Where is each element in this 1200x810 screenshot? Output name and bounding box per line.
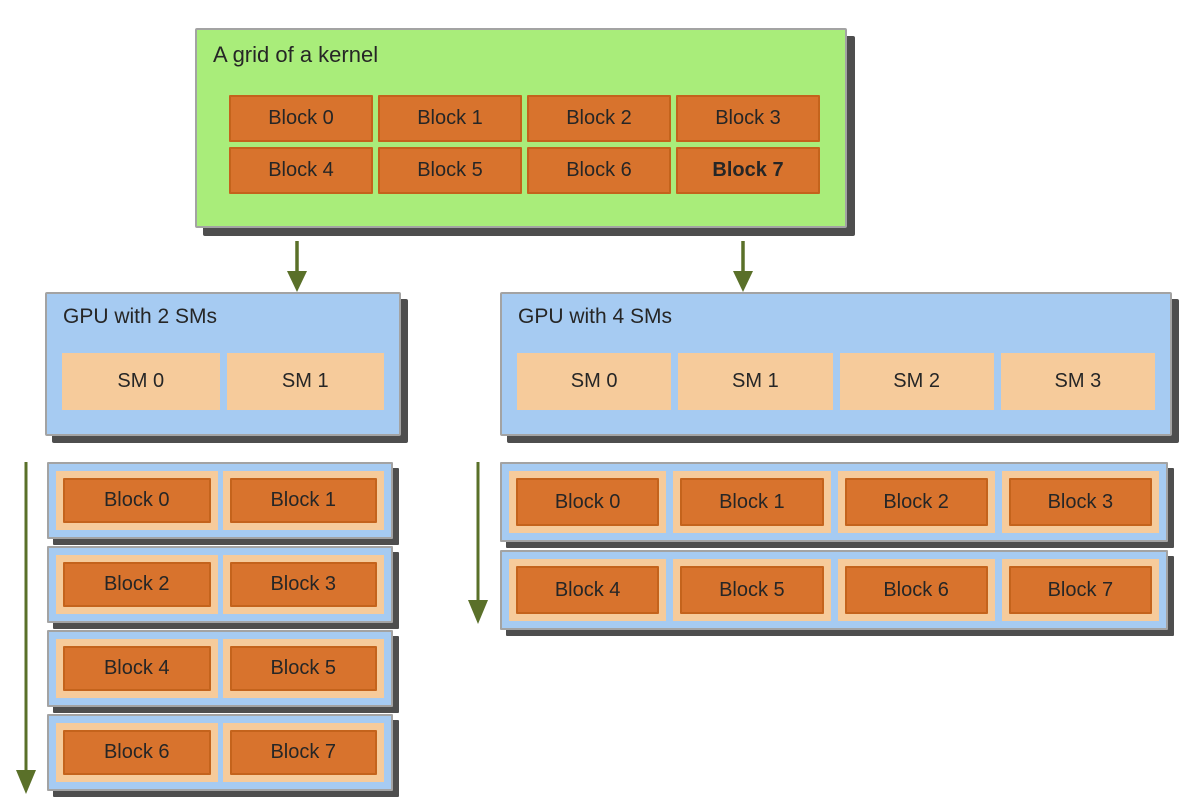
kernel-grid-box: A grid of a kernel Block 0 Block 1 Block… (195, 28, 847, 228)
sm-cell-1: SM 1 (678, 353, 833, 410)
sm-cell-3: SM 3 (1000, 353, 1155, 410)
kernel-block-3: Block 3 (676, 95, 820, 142)
scheduled-block: Block 6 (844, 566, 988, 614)
scheduled-block: Block 0 (63, 478, 211, 523)
scheduled-block: Block 1 (229, 478, 377, 523)
scheduled-block: Block 3 (1008, 478, 1152, 526)
kernel-block-5: Block 5 (378, 147, 522, 194)
schedule-row: Block 6 Block 7 (47, 714, 393, 791)
sm-slot: Block 2 (837, 471, 995, 533)
gpu-2sm-title: GPU with 2 SMs (63, 305, 218, 328)
sm-slot: Block 1 (222, 471, 384, 530)
down-arrow-icon (287, 241, 307, 292)
arrow-head (468, 600, 488, 624)
sm-cell-2: SM 2 (839, 353, 994, 410)
schedule-row: Block 4 Block 5 Block 6 Block 7 (500, 550, 1168, 630)
sm-slot: Block 6 (56, 723, 218, 782)
sm-slot: Block 3 (222, 555, 384, 614)
arrow-head (733, 271, 753, 292)
scheduled-block: Block 5 (680, 566, 824, 614)
kernel-block-4: Block 4 (229, 147, 373, 194)
scheduled-block: Block 2 (844, 478, 988, 526)
scheduled-block: Block 3 (229, 562, 377, 607)
sm-slot: Block 5 (673, 559, 831, 621)
kernel-block-1: Block 1 (378, 95, 522, 142)
kernel-block-6: Block 6 (527, 147, 671, 194)
sm-slot: Block 0 (56, 471, 218, 530)
sm-slot: Block 4 (509, 559, 667, 621)
sm-slot: Block 5 (222, 639, 384, 698)
sm-cell-0: SM 0 (62, 353, 220, 410)
scheduled-block: Block 6 (63, 730, 211, 775)
arrow-head (16, 770, 36, 794)
scheduled-block: Block 2 (63, 562, 211, 607)
sm-slot: Block 2 (56, 555, 218, 614)
sm-slot: Block 0 (509, 471, 667, 533)
scheduled-block: Block 7 (229, 730, 377, 775)
sm-slot: Block 6 (837, 559, 995, 621)
sm-slot: Block 4 (56, 639, 218, 698)
schedule-row: Block 0 Block 1 (47, 462, 393, 539)
scheduled-block: Block 5 (229, 646, 377, 691)
scheduled-block: Block 1 (680, 478, 824, 526)
arrow-head (287, 271, 307, 292)
schedule-row: Block 0 Block 1 Block 2 Block 3 (500, 462, 1168, 542)
gpu-4sm-sm-row: SM 0 SM 1 SM 2 SM 3 (517, 353, 1155, 410)
scheduled-block: Block 7 (1008, 566, 1152, 614)
schedule-row: Block 4 Block 5 (47, 630, 393, 707)
sm-slot: Block 7 (1001, 559, 1159, 621)
gpu-2sm-box: GPU with 2 SMs SM 0 SM 1 (45, 292, 401, 436)
kernel-block-2: Block 2 (527, 95, 671, 142)
kernel-block-7: Block 7 (676, 147, 820, 194)
sm-slot: Block 1 (673, 471, 831, 533)
scheduled-block: Block 4 (63, 646, 211, 691)
sm-slot: Block 3 (1001, 471, 1159, 533)
schedule-row: Block 2 Block 3 (47, 546, 393, 623)
scheduled-block: Block 0 (516, 478, 660, 526)
down-arrow-icon (733, 241, 753, 292)
sm-slot: Block 7 (222, 723, 384, 782)
time-arrow-icon (16, 462, 36, 794)
kernel-grid-blocks: Block 0 Block 1 Block 2 Block 3 Block 4 … (229, 95, 820, 194)
kernel-block-0: Block 0 (229, 95, 373, 142)
kernel-grid-title: A grid of a kernel (213, 42, 379, 67)
gpu-2sm-sm-row: SM 0 SM 1 (62, 353, 384, 410)
sm-cell-0: SM 0 (517, 353, 672, 410)
sm-cell-1: SM 1 (226, 353, 384, 410)
time-arrow-icon (468, 462, 488, 624)
gpu-4sm-title: GPU with 4 SMs (518, 305, 673, 328)
scheduled-block: Block 4 (516, 566, 660, 614)
gpu-4sm-box: GPU with 4 SMs SM 0 SM 1 SM 2 SM 3 (500, 292, 1172, 436)
